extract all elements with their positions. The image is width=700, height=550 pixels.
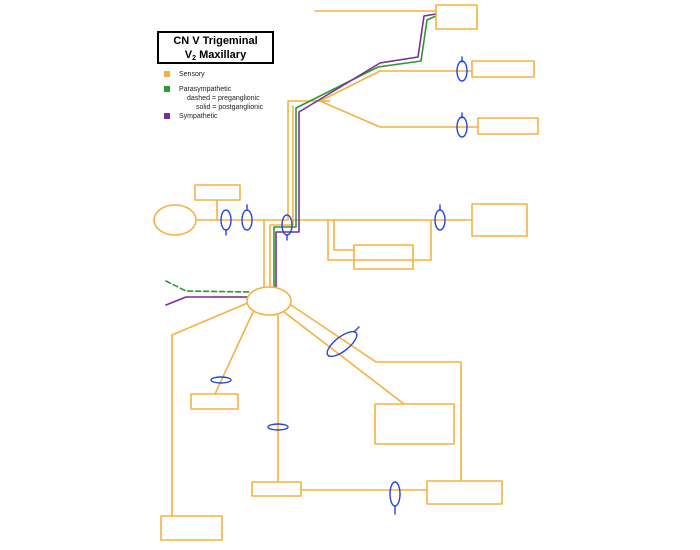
legend-swatch-sensory	[164, 71, 170, 77]
middle-branch-line	[319, 100, 381, 128]
marker-central	[267, 423, 289, 431]
sympathetic-input	[165, 296, 249, 306]
loop-branch-inner	[333, 219, 355, 251]
loop-branch-outer	[327, 219, 432, 261]
sympathetic-trunk	[275, 13, 437, 291]
legend-label-sensory: Sensory	[179, 71, 205, 78]
legend-label-sympathetic: Sympathetic	[179, 113, 218, 120]
legend-row-sympathetic: Sympathetic	[163, 112, 263, 121]
sensory-trunk-outer	[263, 100, 331, 291]
marker-diagonal-tick	[353, 326, 360, 333]
title-line2-subscript: 2	[192, 55, 197, 62]
right-diagonal-branch	[290, 304, 462, 482]
title-line2-suffix: Maxillary	[196, 49, 247, 61]
box-lower-left	[190, 393, 239, 410]
box-top	[435, 4, 478, 30]
marker-lower-left	[210, 376, 232, 384]
box-bottom-center	[251, 481, 302, 497]
left-ganglion	[153, 204, 197, 236]
marker-diagonal	[326, 330, 358, 358]
title-box: CN V Trigeminal V2 Maxillary	[157, 31, 274, 64]
legend-solid-note: solid = postganglionic	[196, 104, 264, 111]
sympathetic-pathways	[165, 13, 437, 306]
legend-swatch-parasympathetic	[164, 86, 170, 92]
title-line2: V2 Maxillary	[159, 48, 272, 66]
pterygopalatine-ganglion	[246, 286, 292, 316]
parasympathetic-pathways	[165, 15, 437, 293]
diagonal-branch	[283, 311, 405, 405]
box-bottom-right	[426, 480, 503, 505]
box-right-large	[471, 203, 528, 237]
left-lower-branch	[214, 309, 255, 395]
legend-row-sensory: Sensory	[163, 70, 263, 79]
structure-boxes	[160, 4, 539, 541]
box-left-small	[194, 184, 241, 201]
legend-label-parasympathetic: Parasympathetic	[179, 86, 232, 93]
box-upper-right	[471, 60, 535, 78]
parasympathetic-preganglionic	[165, 280, 251, 293]
box-loop	[353, 244, 414, 270]
box-bottom-left	[160, 515, 223, 541]
upper-branch-line	[319, 70, 381, 102]
parasympathetic-postganglionic	[273, 15, 437, 291]
title-line1: CN V Trigeminal	[173, 35, 258, 47]
marker-bottom	[389, 481, 401, 507]
long-left-branch	[171, 301, 251, 517]
legend-swatch-sympathetic	[164, 113, 170, 119]
legend: Sensory Parasympathetic dashed = pregang…	[163, 70, 263, 121]
title-line2-prefix: V	[184, 49, 193, 61]
box-middle-right	[477, 117, 539, 135]
foramen-markers	[210, 56, 468, 515]
box-lower-center	[374, 403, 455, 445]
legend-row-parasympathetic: Parasympathetic	[163, 85, 263, 94]
legend-dashed-note: dashed = preganglionic	[187, 95, 260, 102]
